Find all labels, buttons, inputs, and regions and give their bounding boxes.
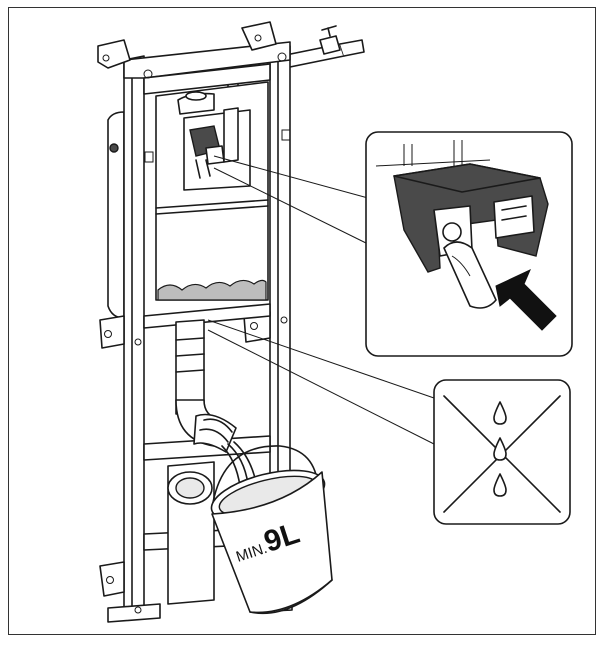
bucket-handle (211, 445, 319, 509)
no-drip-crossed-icon (443, 395, 561, 513)
valve-detail-callout (365, 131, 573, 357)
drain-pipe (167, 319, 257, 605)
push-arrow-icon (495, 268, 557, 331)
inlet-valve (177, 91, 251, 191)
water-level (157, 279, 267, 301)
callout-lines (207, 155, 435, 445)
bucket: MIN.9L (210, 445, 333, 615)
cistern-button-icon (109, 143, 119, 153)
no-drip-detail-callout (433, 379, 571, 525)
